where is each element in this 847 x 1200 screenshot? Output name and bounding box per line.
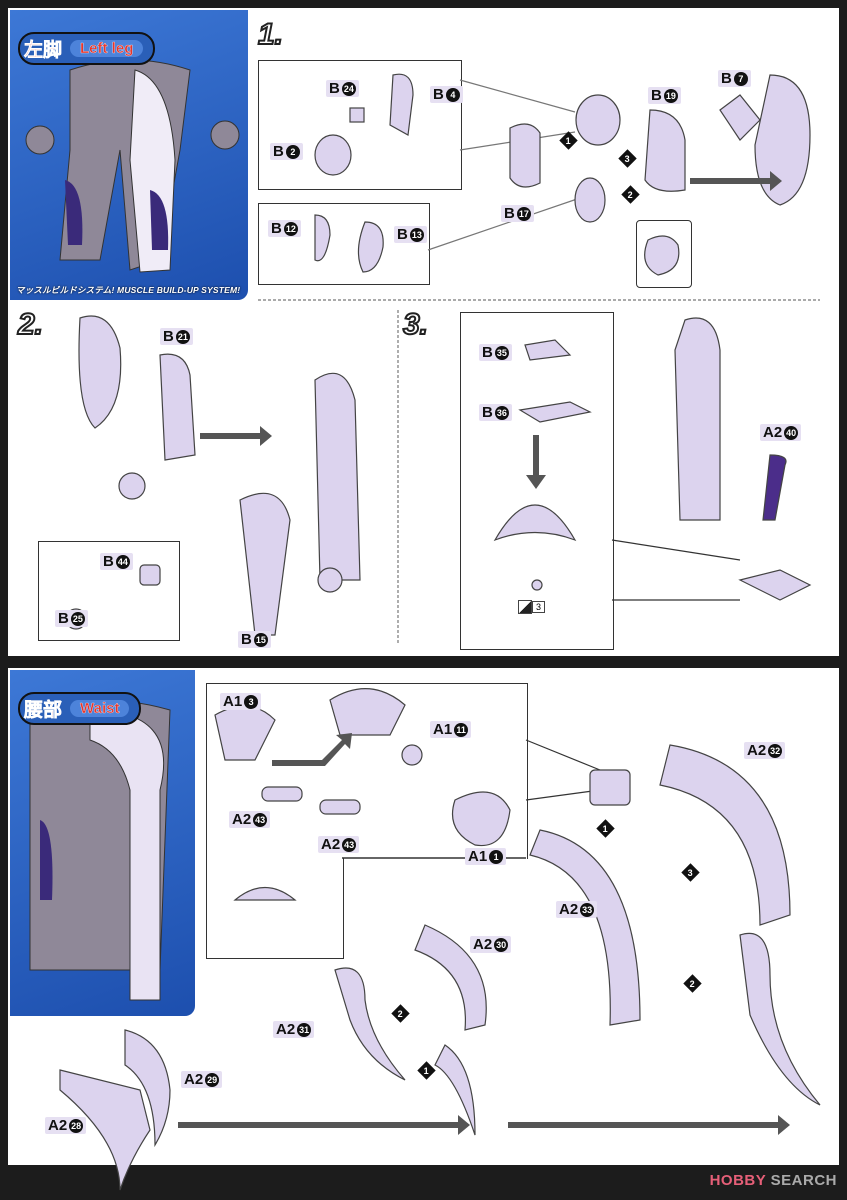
tool-hint-icon (518, 600, 532, 614)
sub-assembly-box-b2 (258, 60, 462, 190)
sub-assembly-box-foot (460, 312, 614, 650)
step-3-number: 3. (402, 307, 429, 342)
sub-assembly-box-waist-lower (206, 858, 344, 959)
left-leg-hero-image: 左脚 Left leg マッスルビルドシステム! MUSCLE BUILD-UP… (10, 10, 248, 300)
waist-hero-image: 腰部 Waist (10, 670, 195, 1016)
step-2-number: 2. (17, 307, 44, 342)
sub-assembly-box-b44 (38, 541, 180, 641)
title-jp: 左脚 (24, 40, 63, 62)
step-1-number: 1. (257, 17, 284, 52)
sub-assembly-box-b12 (258, 203, 430, 285)
section-title-left-leg: 左脚 Left leg (18, 32, 156, 65)
section-title-waist: 腰部 Waist (18, 692, 142, 725)
sub-assembly-box-waist (206, 683, 528, 859)
detail-box-b17 (636, 220, 692, 288)
hint-box-number: 3 (532, 601, 546, 613)
leg-figure-illustration (25, 59, 240, 273)
title-jp: 腰部 (24, 700, 63, 722)
watermark: HOBBY SEARCH (709, 1172, 837, 1189)
title-en: Waist (70, 700, 130, 717)
tagline: マッスルビルドシステム! MUSCLE BUILD-UP SYSTEM! (16, 285, 241, 295)
title-en: Left leg (70, 40, 144, 57)
